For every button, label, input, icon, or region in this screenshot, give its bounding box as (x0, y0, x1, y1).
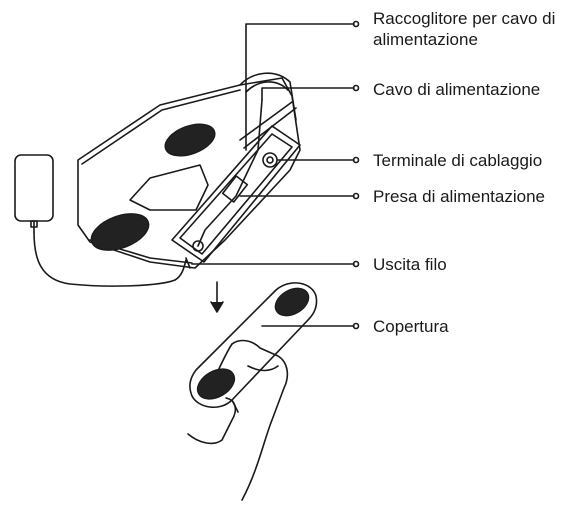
hand-icon (187, 339, 289, 501)
label-cord-holder-line1: Raccoglitore per cavo di (373, 9, 556, 28)
pad-cover-bottom (196, 368, 236, 400)
power-adapter-icon (14, 154, 187, 287)
label-cord-holder-line2: alimentazione (373, 30, 478, 49)
label-power-cable: Cavo di alimentazione (373, 80, 541, 99)
label-cord-holder: Raccoglitore per cavo di alimentazione (373, 8, 555, 50)
pad-cover-top (274, 287, 310, 317)
pad-bottom-left (90, 213, 150, 251)
label-cover: Copertura (373, 317, 449, 336)
arrow-down-icon (210, 281, 224, 313)
label-wiring-terminal: Terminale di cablaggio (373, 151, 543, 170)
label-wire-outlet: Uscita filo (373, 255, 447, 274)
pad-top-left (164, 123, 216, 157)
label-power-socket: Presa di alimentazione (373, 187, 545, 206)
scale-body (77, 72, 301, 269)
leader-lines (191, 20, 360, 330)
